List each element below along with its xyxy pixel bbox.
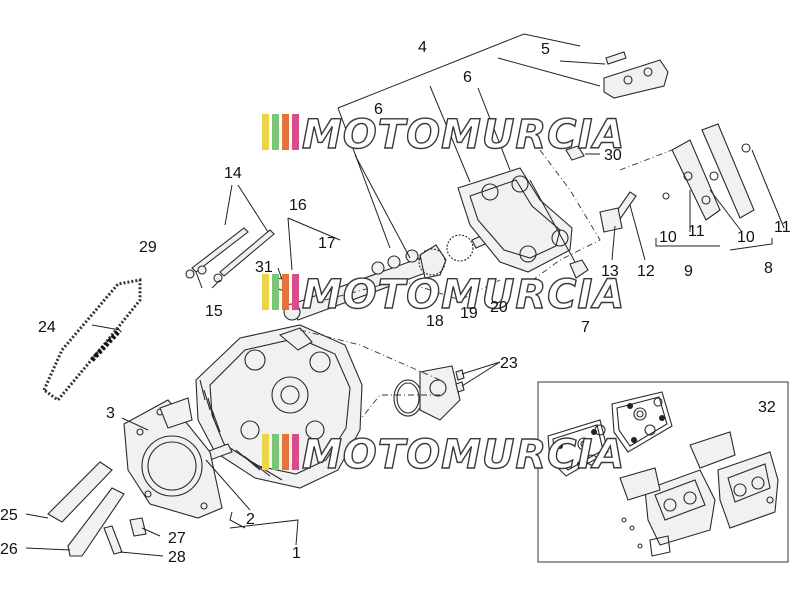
cylinder-head bbox=[195, 324, 363, 489]
callout-14: 14 bbox=[224, 165, 242, 182]
callout-17: 17 bbox=[318, 235, 336, 252]
callout-2: 2 bbox=[246, 511, 255, 528]
callout-6a: 6 bbox=[374, 101, 383, 118]
thermostat-housing bbox=[393, 365, 465, 421]
callout-28: 28 bbox=[168, 549, 186, 566]
callout-19: 19 bbox=[460, 305, 478, 322]
rocker-shafts bbox=[662, 123, 755, 221]
watermark-logo-bottom: MOTOMURCIA bbox=[262, 431, 625, 479]
callout-29: 29 bbox=[139, 239, 157, 256]
watermark-logo-middle: MOTOMURCIA bbox=[262, 271, 625, 319]
assembly-guide-lines bbox=[299, 149, 673, 421]
callout-7: 7 bbox=[581, 319, 590, 336]
callout-12: 12 bbox=[637, 263, 655, 280]
callout-4: 4 bbox=[418, 39, 427, 56]
tensioner-sleeve bbox=[103, 525, 123, 555]
callout-24: 24 bbox=[38, 319, 56, 336]
o-ring-set bbox=[557, 397, 665, 467]
rocker-support-pair bbox=[619, 431, 779, 557]
callout-15: 15 bbox=[205, 303, 223, 320]
callout-9: 9 bbox=[684, 263, 693, 280]
callout-27: 27 bbox=[168, 530, 186, 547]
callout-32: 32 bbox=[758, 399, 776, 416]
timing-chain bbox=[42, 278, 142, 403]
rocker-arm bbox=[603, 51, 669, 99]
callout-labels: 1 2 3 4 5 6 6 7 8 9 10 10 11 11 12 13 14… bbox=[0, 39, 791, 566]
leader-lines bbox=[25, 33, 785, 557]
callout-25: 25 bbox=[0, 507, 18, 524]
fitting bbox=[565, 145, 585, 161]
chain-guide-lower bbox=[67, 487, 125, 557]
callout-13: 13 bbox=[601, 263, 619, 280]
callout-1: 1 bbox=[292, 545, 301, 562]
callout-8: 8 bbox=[764, 260, 773, 277]
callout-10a: 10 bbox=[659, 229, 677, 246]
tensioner-bolt bbox=[129, 517, 147, 537]
callout-5: 5 bbox=[541, 41, 550, 58]
nut bbox=[569, 259, 589, 279]
callout-3: 3 bbox=[106, 405, 115, 422]
callout-30: 30 bbox=[604, 147, 622, 164]
callout-16: 16 bbox=[289, 197, 307, 214]
callout-6b: 6 bbox=[463, 69, 472, 86]
callout-23: 23 bbox=[500, 355, 518, 372]
gasket-kit-inset-box bbox=[537, 381, 789, 563]
rocker-support bbox=[457, 167, 573, 273]
callout-11b: 11 bbox=[774, 219, 791, 236]
tappet bbox=[599, 207, 623, 233]
watermark-text: MOTOMURCIA bbox=[302, 432, 625, 478]
watermark-text: MOTOMURCIA bbox=[302, 272, 625, 318]
callout-10b: 10 bbox=[737, 229, 755, 246]
callout-20: 20 bbox=[490, 299, 508, 316]
callout-11a: 11 bbox=[688, 223, 705, 240]
studs-and-washers bbox=[185, 227, 275, 283]
callout-31: 31 bbox=[255, 259, 273, 276]
watermark-text: MOTOMURCIA bbox=[302, 112, 625, 158]
callout-18: 18 bbox=[426, 313, 444, 330]
callout-26: 26 bbox=[0, 541, 18, 558]
chain-guide-upper bbox=[47, 461, 113, 523]
watermark-logo-top: MOTOMURCIA bbox=[262, 111, 625, 159]
head-gasket bbox=[123, 397, 223, 519]
